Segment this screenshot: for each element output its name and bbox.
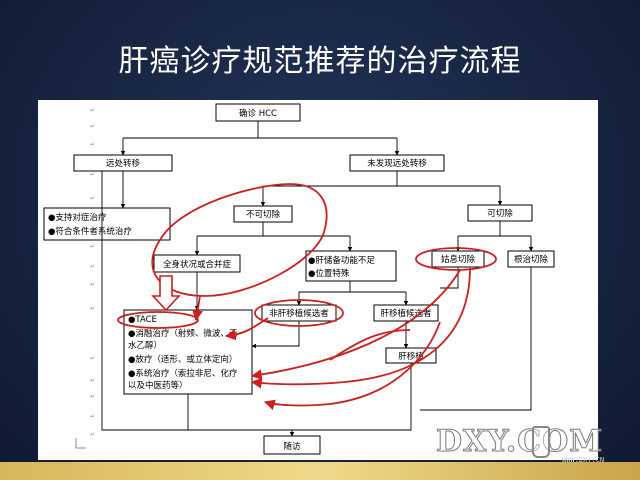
svg-text:↵: ↵ bbox=[90, 393, 95, 400]
svg-text:↵: ↵ bbox=[90, 413, 95, 420]
svg-text:↵: ↵ bbox=[90, 107, 95, 114]
treatment-systemic-cont: 以及中医药等） bbox=[128, 380, 188, 391]
svg-text:↵: ↵ bbox=[90, 123, 95, 130]
liver-reserve-2: ●位置特殊 bbox=[308, 268, 350, 279]
treatment-systemic: ●系统治疗（索拉非尼、化疗 bbox=[128, 368, 238, 379]
treatment-ablation: ●消融治疗（射频、微波、无 bbox=[128, 328, 238, 339]
bottle-icon bbox=[532, 426, 550, 458]
liver-reserve-box bbox=[305, 250, 397, 282]
radical-resection-label: 根治切除 bbox=[514, 254, 549, 265]
highlight-hollow-arrow bbox=[151, 275, 181, 312]
treatment-ablation-cont: 水乙醇） bbox=[128, 340, 162, 351]
unresectable-label: 不可切除 bbox=[246, 209, 281, 220]
palliative-resection-label: 姑息切除 bbox=[441, 254, 476, 265]
svg-text:↵: ↵ bbox=[90, 355, 95, 362]
general-condition-label: 全身状况或合并症 bbox=[163, 259, 232, 270]
non-transplant-label: 非肝移植候选者 bbox=[269, 308, 329, 319]
treatment-radiotherapy: ●放疗（适形、或立体定向） bbox=[128, 354, 237, 365]
treatment-box bbox=[123, 309, 253, 395]
metastasis-treatment-box bbox=[43, 207, 171, 241]
svg-text:↵: ↵ bbox=[90, 431, 95, 438]
svg-text:↵: ↵ bbox=[90, 305, 95, 312]
svg-text:↵: ↵ bbox=[90, 141, 95, 148]
treatment-tace: ●TACE bbox=[128, 315, 157, 325]
bottom-gold-bar bbox=[0, 462, 640, 480]
highlights bbox=[117, 183, 497, 410]
transplant-label: 肝移植 bbox=[398, 351, 424, 362]
svg-text:↵: ↵ bbox=[90, 171, 95, 178]
liver-reserve-1: ●肝储备功能不足 bbox=[308, 255, 375, 266]
svg-text:↵: ↵ bbox=[90, 377, 95, 384]
svg-text:↵: ↵ bbox=[90, 281, 95, 288]
slide-title: 肝癌诊疗规范推荐的治疗流程 bbox=[118, 44, 522, 79]
watermark-logo: DXY.COM bbox=[436, 424, 604, 460]
svg-text:↵: ↵ bbox=[90, 195, 95, 202]
watermark: DXY.COM WWW.DXY.CN bbox=[432, 424, 638, 468]
svg-text:↵: ↵ bbox=[90, 263, 95, 270]
root-label: 确诊 HCC bbox=[239, 108, 277, 119]
document-margin-marks: ↵ ↵ ↵ ↵ ↵ ↵ ↵ ↵ ↵ ↵ ↵ ↵ ↵ ↵ bbox=[90, 107, 95, 438]
metastasis-treatment-1: ●支持对症治疗 bbox=[48, 212, 107, 223]
metastasis-treatment-2: ●符合条件者系统治疗 bbox=[48, 226, 132, 237]
resectable-label: 可切除 bbox=[487, 208, 513, 219]
corner-mark bbox=[75, 438, 86, 449]
watermark-url: WWW.DXY.CN bbox=[562, 456, 605, 464]
transplant-candidate-label: 肝移植候选者 bbox=[380, 308, 432, 319]
metastasis-label: 远处转移 bbox=[106, 158, 141, 169]
no-metastasis-label: 未发现远处转移 bbox=[367, 158, 427, 169]
connectors bbox=[101, 121, 534, 437]
svg-text:↵: ↵ bbox=[90, 243, 95, 250]
followup-label: 随访 bbox=[283, 441, 301, 452]
